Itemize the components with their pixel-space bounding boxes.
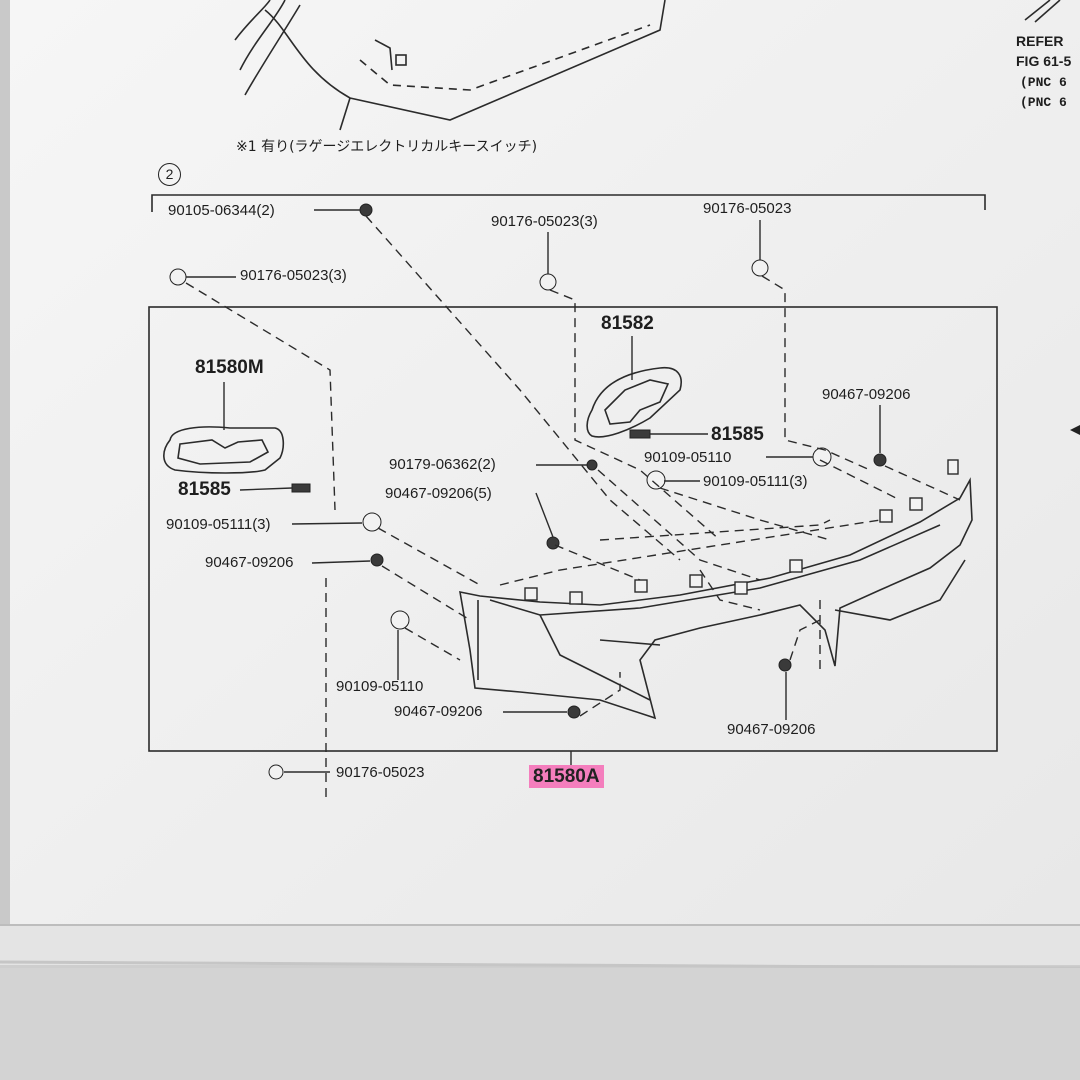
tail-lamp-assembly [459, 477, 973, 720]
assembly-connectors [524, 459, 959, 605]
label-90105-06344: 90105-06344(2) [168, 202, 275, 219]
leader-lines [186, 209, 881, 773]
label-90176-05023-center: 90176-05023(3) [491, 213, 598, 230]
section-bracket [151, 194, 986, 212]
label-90467-09206-bottom: 90467-09206 [394, 703, 483, 720]
label-81585-right: 81585 [711, 424, 764, 445]
label-90179-06362: 90179-06362(2) [389, 456, 496, 473]
assembly-frame [148, 306, 998, 752]
refer-line-2: FIG 61-5 [1016, 53, 1072, 69]
label-90176-05023-right: 90176-05023 [703, 200, 792, 217]
label-81580a-highlighted: 81580A [529, 765, 604, 788]
edge-arrow [1070, 425, 1080, 435]
left-shadow-strip [0, 0, 10, 925]
label-90109-05110-right: 90109-05110 [644, 449, 732, 466]
lower-desk [0, 968, 1080, 1080]
fasteners [169, 203, 887, 780]
label-81582: 81582 [601, 313, 654, 334]
label-90467-09206-bottom-right: 90467-09206 [727, 721, 816, 738]
label-90109-05110-left: 90109-05110 [336, 678, 424, 695]
label-90176-05023-left: 90176-05023(3) [240, 267, 347, 284]
label-90467-09206-left: 90467-09206 [205, 554, 294, 571]
refer-line-3: (PNC 6 [1020, 75, 1067, 90]
sleeve-edge [0, 925, 1080, 965]
gasket-81580m [163, 426, 285, 474]
label-90109-05111-left: 90109-05111(3) [166, 516, 271, 533]
dashed-guides [185, 215, 961, 800]
refer-line-4: (PNC 6 [1020, 95, 1067, 110]
label-90109-05111-right: 90109-05111(3) [703, 473, 808, 490]
label-90467-09206-right: 90467-09206 [822, 386, 911, 403]
label-81585-left: 81585 [178, 479, 231, 500]
refer-line-1: REFER [1016, 33, 1064, 49]
label-81580m: 81580M [195, 357, 264, 378]
note-text: ※1 有り(ラゲージエレクトリカルキースイッチ) [236, 139, 538, 155]
section-number: 2 [158, 163, 181, 186]
gasket-81582 [586, 366, 682, 438]
upper-vehicle-drawing [234, 0, 1061, 131]
label-90467-09206-5: 90467-09206(5) [385, 485, 492, 502]
label-90176-05023-bottom: 90176-05023 [336, 764, 425, 781]
